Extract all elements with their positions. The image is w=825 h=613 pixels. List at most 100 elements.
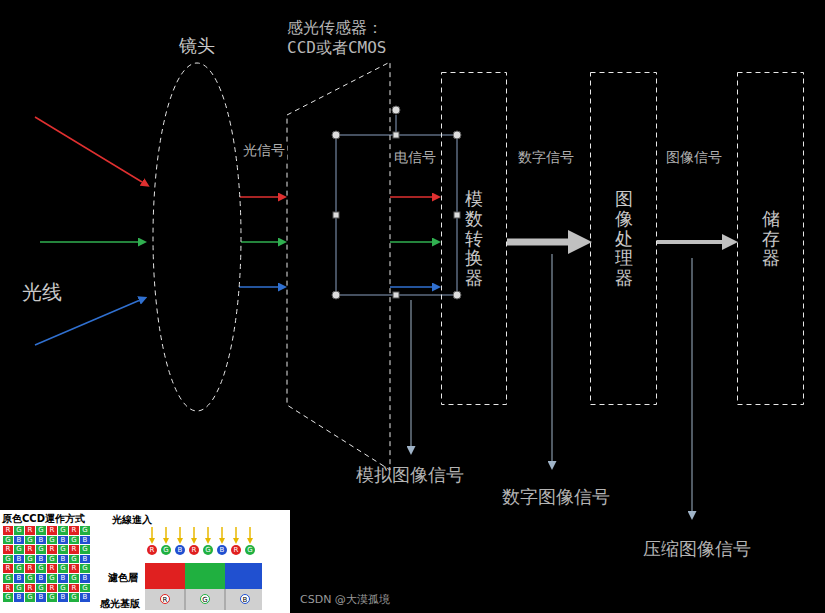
pixel-letter: B (14, 536, 24, 545)
pixel-letter: B (80, 574, 90, 583)
pixel-letter: G (14, 526, 24, 535)
pixel-letter: G (47, 536, 57, 545)
part-heading: 感光传感器： CCD或者CMOS (287, 18, 427, 58)
incoming-light (152, 527, 250, 538)
pixel-letter: B (58, 555, 68, 564)
pixel-letter: G (3, 555, 13, 564)
pixel-letter: G (58, 526, 68, 535)
pixel-letter: R (47, 584, 57, 593)
pixel-letter: B (36, 536, 46, 545)
sensor-substrate (145, 589, 262, 610)
lens-ellipse: 镜头 (152, 62, 242, 412)
leader-line (552, 254, 553, 461)
pixel-letter: B (80, 555, 90, 564)
leader-line (692, 258, 693, 511)
box-label: 模数转换器 (465, 189, 483, 288)
pixel-letter: B (175, 545, 185, 555)
pixel-letter: G (36, 564, 46, 573)
pixel-letter: G (47, 574, 57, 583)
pixel-letter: G (47, 555, 57, 564)
caption-label: 濾色層 (108, 571, 138, 585)
sensor-trapezoid: 感光传感器： CCD或者CMOS (287, 62, 390, 470)
pixel-letter: G (36, 545, 46, 554)
filter-red (145, 563, 185, 589)
pixel-letter: B (14, 574, 24, 583)
rotate-handle (392, 106, 400, 114)
corner-handle (453, 291, 461, 299)
pixel-letter: G (14, 564, 24, 573)
pixel-letter: G (25, 593, 35, 602)
inset-ground (0, 510, 290, 613)
pixel-letter: G (80, 545, 90, 554)
pixel-letter: G (161, 545, 171, 555)
pixel-letter: G (69, 593, 79, 602)
pixel-letter: B (36, 574, 46, 583)
pixel-letter: B (58, 536, 68, 545)
dashed-outline (287, 62, 390, 470)
pixel-letter: R (3, 584, 13, 593)
pixel-letter: G (80, 526, 90, 535)
pixel-letter: G (36, 584, 46, 593)
pixel-letter: G (3, 536, 13, 545)
pixel-letter: R (160, 594, 170, 604)
pixel-letter: G (14, 584, 24, 593)
pixel-letter: R (25, 584, 35, 593)
pixel-letter: B (58, 574, 68, 583)
box-label: 储存器 (762, 209, 780, 268)
signal-label: 数字信号 (516, 149, 576, 167)
pixel-letter: R (3, 526, 13, 535)
leader-line (411, 300, 412, 446)
caption-label: 模拟图像信号 (356, 463, 464, 487)
edge-handle (454, 212, 460, 218)
pixel-letter: B (14, 593, 24, 602)
node-outline (152, 62, 242, 412)
corner-handle (332, 131, 340, 139)
caption-label: 光线 (22, 279, 62, 306)
pixel-letter: G (80, 584, 90, 593)
part-heading: 镜头 (179, 34, 215, 58)
edge-handle (333, 212, 339, 218)
pixel-letter: G (69, 536, 79, 545)
corner-handle (332, 291, 340, 299)
light-arrow (193, 527, 195, 538)
pixel-letter: B (14, 555, 24, 564)
caption-label: CSDN @大漠孤境 (300, 592, 390, 607)
pixel-letter: G (14, 545, 24, 554)
light-arrow (207, 527, 209, 538)
process-box: 储存器 (737, 72, 804, 405)
light-arrow (235, 527, 237, 538)
filter-blue (225, 563, 262, 589)
node-outline (287, 62, 390, 470)
caption-label: 压缩图像信号 (643, 537, 751, 561)
pixel-letter: G (58, 545, 68, 554)
pixel-letter: R (69, 526, 79, 535)
pixel-letter: R (69, 584, 79, 593)
pixel-letter: G (200, 594, 210, 604)
signal-arrow (240, 196, 278, 198)
process-box: 图像处理器 (590, 72, 657, 405)
caption-label: 原色CCD運作方式 (2, 512, 85, 526)
pixel-letter: B (36, 593, 46, 602)
edge-handle (393, 132, 399, 138)
pixel-letter: B (217, 545, 227, 555)
dashed-outline (738, 73, 804, 405)
light-ray (40, 241, 138, 243)
pixel-letter: R (25, 564, 35, 573)
pixel-letter: G (58, 564, 68, 573)
pixel-letter: G (25, 555, 35, 564)
light-arrow (165, 527, 167, 538)
pixel-letter: G (25, 536, 35, 545)
pixel-letter: G (245, 545, 255, 555)
signal-arrow (390, 241, 432, 243)
signal-label: 光信号 (241, 142, 287, 160)
caption-label: 感光基版 (100, 597, 140, 611)
pixel-letter: G (58, 584, 68, 593)
signal-arrow (507, 239, 568, 246)
pixel-letter: G (3, 593, 13, 602)
corner-handle (453, 131, 461, 139)
signal-label: 电信号 (392, 149, 438, 167)
pixel-letter: B (58, 593, 68, 602)
process-box: 模数转换器 (441, 72, 507, 405)
